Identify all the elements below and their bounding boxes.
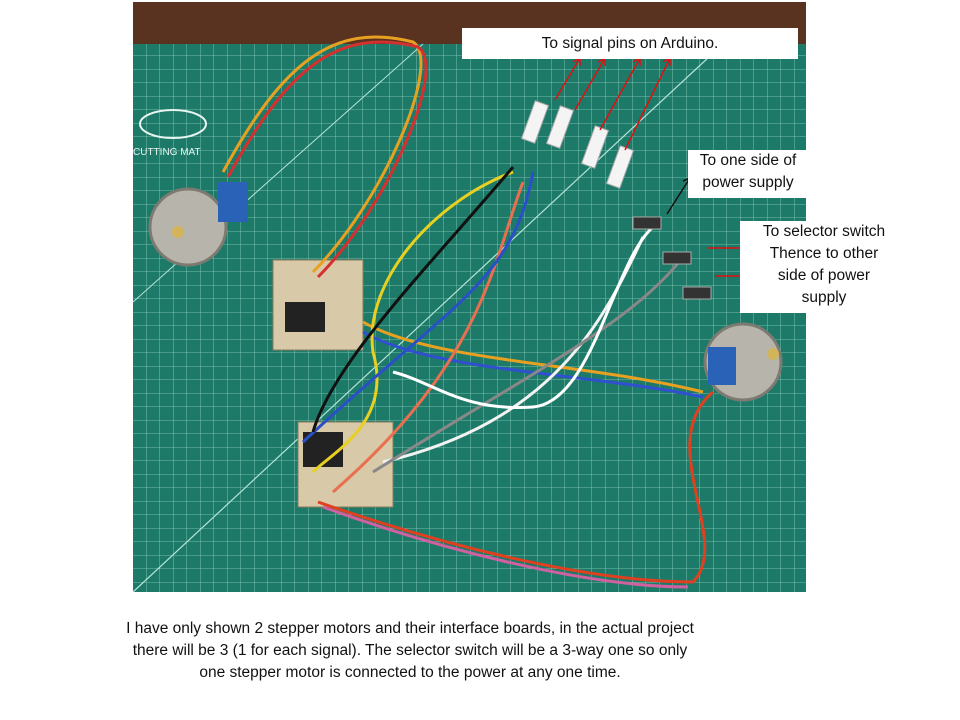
caption-line: I have only shown 2 stepper motors and t…	[126, 620, 694, 637]
wires	[221, 35, 714, 589]
label-line: power supply	[702, 174, 794, 191]
label-selector-switch: To selector switch Thence to other side …	[740, 221, 908, 313]
label-line: To one side of	[699, 152, 797, 169]
driver-board-bottom	[297, 421, 394, 508]
logo: CUTTING MAT	[133, 109, 207, 158]
caption: I have only shown 2 stepper motors and t…	[70, 618, 750, 684]
stepper-motor-left	[148, 182, 248, 267]
label-line: To selector switch	[762, 223, 886, 240]
label-power-supply-side: To one side of power supply	[688, 150, 808, 198]
svg-text:CUTTING MAT: CUTTING MAT	[133, 147, 201, 158]
caption-line: one stepper motor is connected to the po…	[199, 664, 621, 681]
label-line: side of power	[777, 267, 871, 284]
stepper-motor-right	[703, 322, 783, 402]
label-line: supply	[801, 289, 847, 306]
label-text: To signal pins on Arduino.	[541, 35, 719, 52]
project-photo: CUTTING MAT	[133, 2, 806, 592]
caption-line: there will be 3 (1 for each signal). The…	[132, 642, 688, 659]
label-arduino-signal-pins: To signal pins on Arduino.	[462, 28, 798, 59]
label-line: Thence to other	[769, 245, 879, 262]
connectors	[520, 100, 712, 300]
